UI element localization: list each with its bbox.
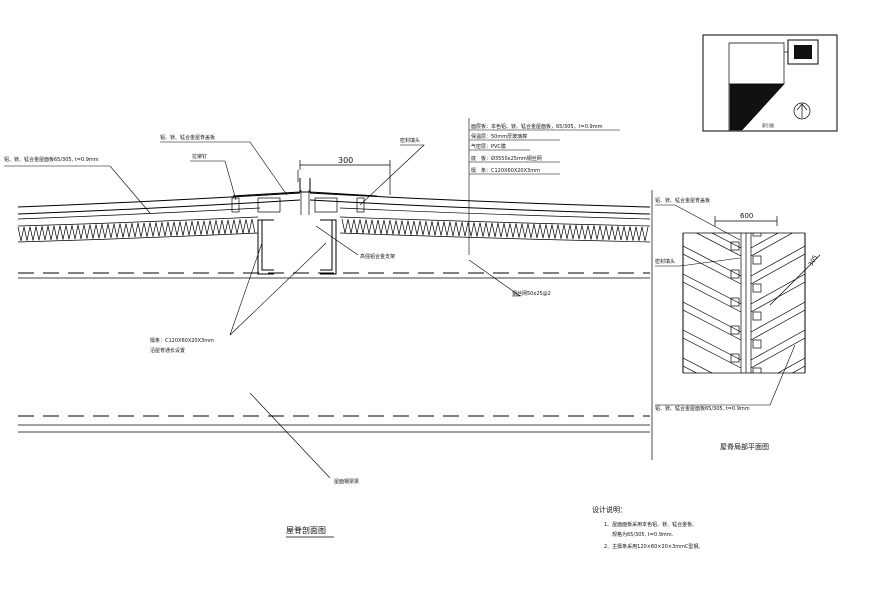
plan-clip-block <box>752 311 762 321</box>
label-purlin: 檩条：C120X60X20X3mm <box>150 337 214 344</box>
key-plan-inset-fill <box>794 45 812 59</box>
plan-chevron-line <box>751 190 805 228</box>
ridge-section: 300 铝、镁、锰合金屋面板65/305, t=0.9mm 铝、镁、锰合金屋脊盖… <box>4 118 651 538</box>
plan-label-sealant: 密封填头 <box>655 258 675 265</box>
plan-clip-block <box>752 283 762 293</box>
design-notes: 设计说明： 1、屋面面板采用本色铝、镁、锰合金板、 规格为65/305, t=0… <box>592 505 703 550</box>
plan-chevron-line <box>683 357 713 373</box>
notes-item: 2、主檩条采用120×60×20×3mmC型钢。 <box>604 543 703 550</box>
layer-item: 保温层：50mm厚玻璃棉 <box>471 133 527 140</box>
plan-clip-block <box>752 367 762 373</box>
label-rivet: 拉铆钉 <box>192 153 207 160</box>
north-arrow-icon <box>793 102 811 120</box>
plan-title: 屋脊局部平面图 <box>720 442 769 451</box>
layer-list: 面层板：本色铝、镁、锰合金屋面板，65/305，t=0.9mm 保温层：50mm… <box>469 123 620 175</box>
layer-item: 底 板：Ø3550x25mm钢丝网 <box>471 155 542 162</box>
plan-panel-pattern <box>683 190 805 404</box>
plan-clip-block <box>730 353 740 363</box>
dimension-305: 305 <box>807 254 819 268</box>
notes-item: 1、屋面面板采用本色铝、镁、锰合金板、 <box>604 521 697 528</box>
plan-clip-block <box>752 233 762 237</box>
plan-label-roof-panel: 铝、镁、锰合金屋面板65/305, t=0.9mm <box>655 405 750 412</box>
label-purlin-note: 沿屋脊通长设置 <box>150 347 185 354</box>
key-plan-caption: 索引图 <box>762 122 774 128</box>
plan-chevron-line <box>683 190 741 228</box>
section-title: 屋脊剖面图 <box>286 525 326 535</box>
purlin-left <box>257 219 274 275</box>
insulation-left <box>17 219 256 241</box>
plan-clip-block <box>752 255 762 265</box>
key-plan-frame <box>702 34 838 132</box>
key-plan-hatch <box>729 83 785 131</box>
label-ridge-cap: 铝、镁、锰合金屋脊盖板 <box>160 134 215 141</box>
label-mesh: 钢丝网50x25@2 <box>512 290 551 297</box>
key-plan: 索引图 <box>702 34 838 132</box>
label-roof-panel-left: 铝、镁、锰合金屋面板65/305, t=0.9mm <box>4 156 99 163</box>
plan-chevron-line <box>777 357 805 373</box>
notes-item: 规格为65/305, t=0.9mm. <box>612 531 674 538</box>
layer-item: 面层板：本色铝、镁、锰合金屋面板，65/305，t=0.9mm <box>471 123 603 130</box>
layer-item: 檩 条：C120X60X20X3mm <box>471 167 540 174</box>
ridge-cap <box>232 178 378 197</box>
plan-clip-block <box>731 382 739 390</box>
plan-label-ridge-cap: 铝、镁、锰合金屋脊盖板 <box>655 197 710 204</box>
notes-title: 设计说明： <box>592 505 627 514</box>
plan-clip-block <box>730 241 740 251</box>
purlin-right <box>320 219 337 275</box>
plan-chevron-line <box>750 245 805 285</box>
label-beam: 屋面钢梁梁 <box>334 478 359 485</box>
plan-chevron-line <box>750 329 805 369</box>
label-sealant-top: 密封填头 <box>400 137 420 144</box>
plan-clip-block <box>730 297 740 307</box>
layer-item: 气密层：PVC膜 <box>471 143 506 150</box>
plan-clip-block <box>753 200 761 208</box>
plan-chevron-line <box>750 301 805 341</box>
plan-chevron-line <box>750 233 794 257</box>
plan-clip-block <box>752 339 762 349</box>
label-support: 高强铝合金支架 <box>360 253 395 260</box>
plan-clip-block <box>730 269 740 279</box>
insulation-right <box>341 218 649 241</box>
plan-clip-block <box>753 396 761 404</box>
dimension-600: 600 <box>740 212 753 220</box>
ridge-plan: 600 305 铝、镁、锰合金屋脊盖板 密封填头 铝、镁、锰合金屋面板65/30… <box>651 190 821 460</box>
dimension-300: 300 <box>338 156 353 165</box>
plan-clip-block <box>730 325 740 335</box>
